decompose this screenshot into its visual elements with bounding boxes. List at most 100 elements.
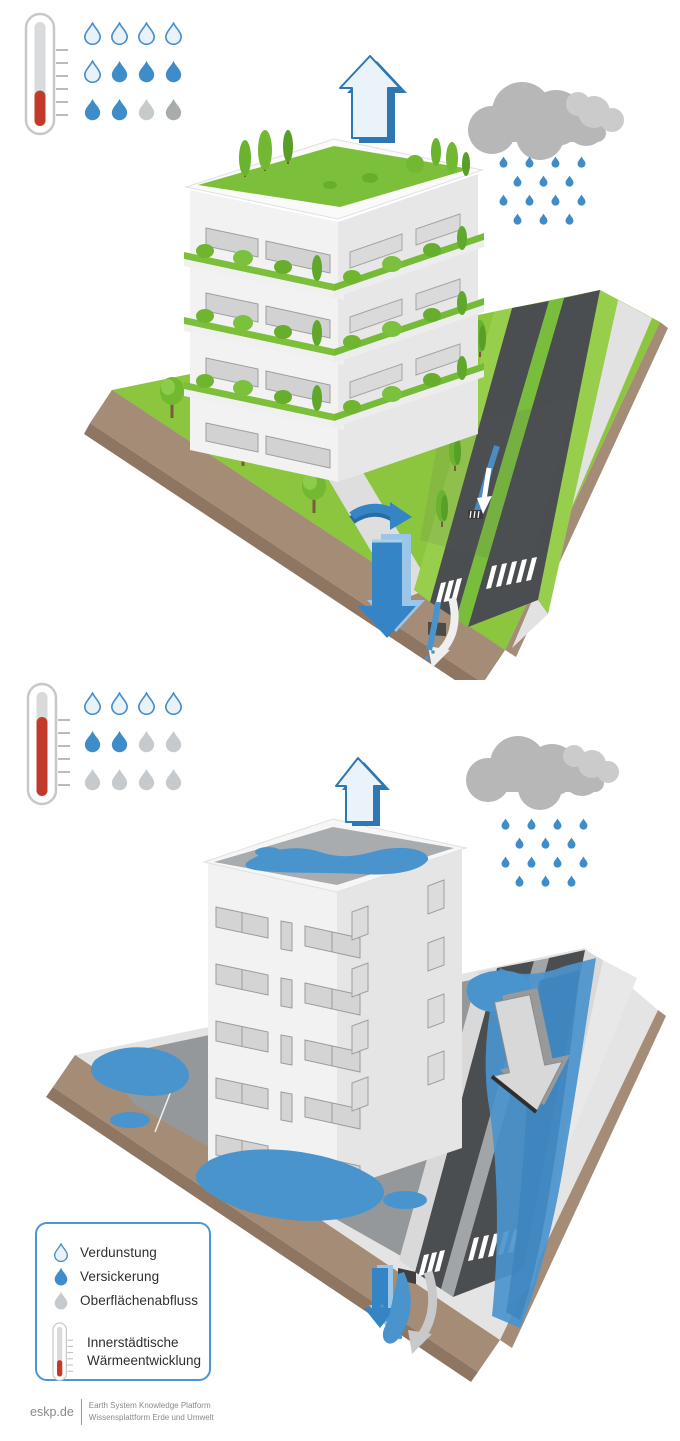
droplet-outline-icon	[137, 691, 156, 716]
runoff-curve-arrow-icon	[349, 502, 412, 530]
conifer-tree	[436, 490, 448, 527]
droplet-outline-icon	[137, 21, 156, 46]
raindrop-icon	[541, 837, 550, 849]
raindrop-icon	[525, 156, 534, 168]
legend-item-urban-heat: Innerstädtische Wärmeentwicklung	[52, 1322, 209, 1381]
droplet-gray-icon	[165, 768, 182, 791]
droplet-gray-icon	[111, 768, 128, 791]
raindrop-icon	[553, 856, 562, 868]
windows-right	[351, 879, 445, 1112]
raindrop-icon	[539, 175, 548, 187]
droplet-gray-icon	[138, 98, 155, 121]
raindrop-icon	[499, 194, 508, 206]
droplet-filled-icon	[165, 60, 182, 83]
raindrop-icon	[565, 213, 574, 225]
runoff-down-arrow-icon	[490, 988, 571, 1114]
raindrop-icon	[551, 156, 560, 168]
scene-greened-city-illustration	[84, 55, 668, 680]
droplet-outline-icon	[53, 1243, 69, 1262]
droplet-filled-icon	[111, 730, 128, 753]
green-roof	[184, 130, 484, 220]
droplet-filled-icon	[111, 98, 128, 121]
rainfall	[499, 156, 595, 234]
rainfall	[501, 818, 597, 896]
droplet-gray-icon	[84, 768, 101, 791]
droplet-outline-icon	[110, 691, 129, 716]
crosswalk	[435, 557, 537, 604]
raindrop-icon	[501, 856, 510, 868]
droplet-gray-icon	[53, 1291, 69, 1310]
legend-label: Oberflächenabfluss	[80, 1293, 199, 1308]
droplet-outline-icon	[83, 59, 102, 84]
raindrop-icon	[551, 194, 560, 206]
green-building	[184, 130, 484, 482]
windows-front	[215, 906, 361, 1187]
roof-puddle	[245, 847, 429, 875]
raindrop-icon	[577, 194, 586, 206]
infiltration-down-arrow-icon	[358, 534, 425, 638]
gray-building	[202, 818, 468, 1190]
green-balconies-front	[184, 244, 344, 430]
droplet-filled-icon	[84, 730, 101, 753]
raindrop-icon	[553, 818, 562, 830]
raindrop-icon	[541, 875, 550, 887]
legend-item-evaporation: Verdunstung	[53, 1243, 209, 1262]
raindrop-icon	[501, 818, 510, 830]
droplet-filled-icon	[111, 60, 128, 83]
droplet-outline-icon	[83, 691, 102, 716]
raindrop-icon	[527, 856, 536, 868]
rain-cloud-icon	[468, 82, 624, 160]
legend-box: Verdunstung Versickerung Oberflächenabfl…	[35, 1222, 211, 1381]
raindrop-icon	[567, 875, 576, 887]
water-balance-droplet-grid	[83, 21, 192, 136]
droplet-gray-icon	[138, 730, 155, 753]
legend-label: Versickerung	[80, 1269, 160, 1284]
droplet-gray-icon	[138, 768, 155, 791]
raindrop-icon	[579, 856, 588, 868]
street-drain-outflow	[424, 596, 459, 668]
legend-label: Innerstädtische Wärmeentwicklung	[87, 1335, 202, 1368]
raindrop-icon	[579, 818, 588, 830]
raindrop-icon	[515, 875, 524, 887]
raindrop-icon	[513, 213, 522, 225]
droplet-gray-dark-icon	[165, 98, 182, 121]
droplet-filled-icon	[53, 1267, 69, 1286]
rain-cloud-icon	[466, 736, 619, 810]
raindrop-icon	[513, 175, 522, 187]
raindrop-icon	[567, 837, 576, 849]
overflowing-drain	[380, 1268, 438, 1354]
raindrop-icon	[527, 818, 536, 830]
flat-roof	[202, 818, 468, 893]
deciduous-tree	[302, 472, 326, 513]
legend-label: Verdunstung	[80, 1245, 157, 1260]
windows	[349, 213, 461, 399]
legend-item-infiltration: Versickerung	[53, 1267, 209, 1286]
thermometer-icon	[26, 682, 72, 811]
legend-item-surface-runoff: Oberflächenabfluss	[53, 1291, 209, 1310]
street-drain-grate-icon	[468, 510, 483, 519]
evaporation-up-arrow-icon	[335, 757, 390, 826]
droplet-filled-icon	[84, 98, 101, 121]
footer-brand: eskp.de Earth System Knowledge Platform …	[30, 1399, 214, 1425]
droplet-outline-icon	[110, 21, 129, 46]
raindrop-icon	[515, 837, 524, 849]
footer-tagline: Earth System Knowledge Platform Wissensp…	[88, 1401, 214, 1422]
raindrop-icon	[565, 175, 574, 187]
droplet-outline-icon	[164, 691, 183, 716]
lane-direction-arrow-icon	[477, 467, 492, 514]
deciduous-tree	[160, 377, 184, 418]
gutter-runoff-water	[473, 445, 500, 515]
droplet-outline-icon	[164, 21, 183, 46]
raindrop-icon	[499, 156, 508, 168]
thermometer-icon	[24, 12, 70, 141]
raindrop-icon	[577, 156, 586, 168]
green-balconies-right	[334, 226, 484, 428]
scene-sealed-city-illustration	[46, 736, 666, 1382]
droplet-outline-icon	[83, 21, 102, 46]
raindrop-icon	[539, 213, 548, 225]
droplet-filled-icon	[138, 60, 155, 83]
evaporation-up-arrow-icon	[339, 55, 407, 143]
water-balance-droplet-grid	[83, 691, 192, 806]
divider	[80, 1399, 82, 1425]
raindrop-icon	[525, 194, 534, 206]
